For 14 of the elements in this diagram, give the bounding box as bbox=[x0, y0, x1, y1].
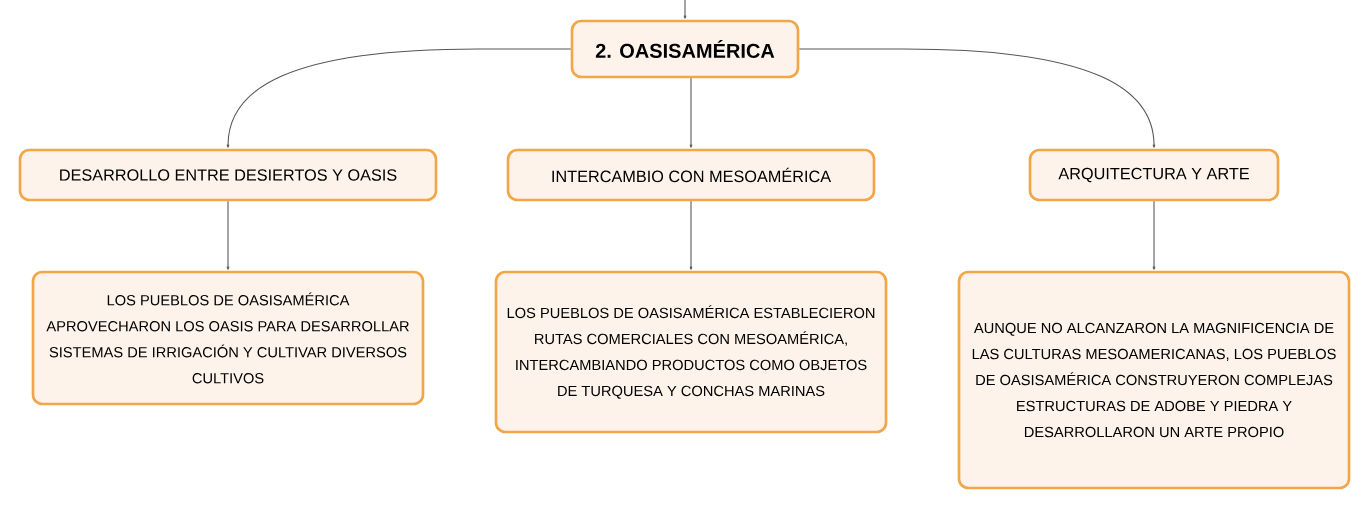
topic-box: ARQUITECTURA Y ARTE bbox=[1028, 148, 1280, 202]
description-box: LOS PUEBLOS DE OASISAMÉRICA ESTABLECIERON RUTAS COMERCIALES CON MESOAMÉRICA, INTERCAMBIANDO PRODUCTOS COMO OBJETOS DE TURQUESA Y CONCHAS MARINAS bbox=[494, 270, 888, 434]
arrow bbox=[683, 0, 687, 19]
title-box: 2. OASISAMÉRICA bbox=[570, 19, 800, 79]
topic-box: INTERCAMBIO CON MESOAMÉRICA bbox=[506, 148, 876, 202]
arrow bbox=[798, 48, 1156, 148]
description-box: LOS PUEBLOS DE OASISAMÉRICA APROVECHARON LOS OASIS PARA DESARROLLAR SISTEMAS DE IRRIGACIÓN Y CULTIVAR DIVERSOS CULTIVOS bbox=[31, 270, 425, 406]
arrow bbox=[1152, 200, 1156, 270]
topic-box: DESARROLLO ENTRE DESIERTOS Y OASIS bbox=[18, 148, 438, 202]
arrow bbox=[226, 200, 230, 270]
description-box: AUNQUE NO ALCANZARON LA MAGNIFICENCIA DE LAS CULTURAS MESOAMERICANAS, LOS PUEBLOS DE OASISAMÉRICA CONSTRUYERON COMPLEJAS ESTRUCTURAS DE ADOBE Y PIEDRA Y DESARROLLARON UN ARTE PROPIO bbox=[957, 270, 1351, 490]
arrow bbox=[689, 77, 693, 148]
arrow bbox=[226, 48, 572, 148]
arrow bbox=[689, 200, 693, 270]
